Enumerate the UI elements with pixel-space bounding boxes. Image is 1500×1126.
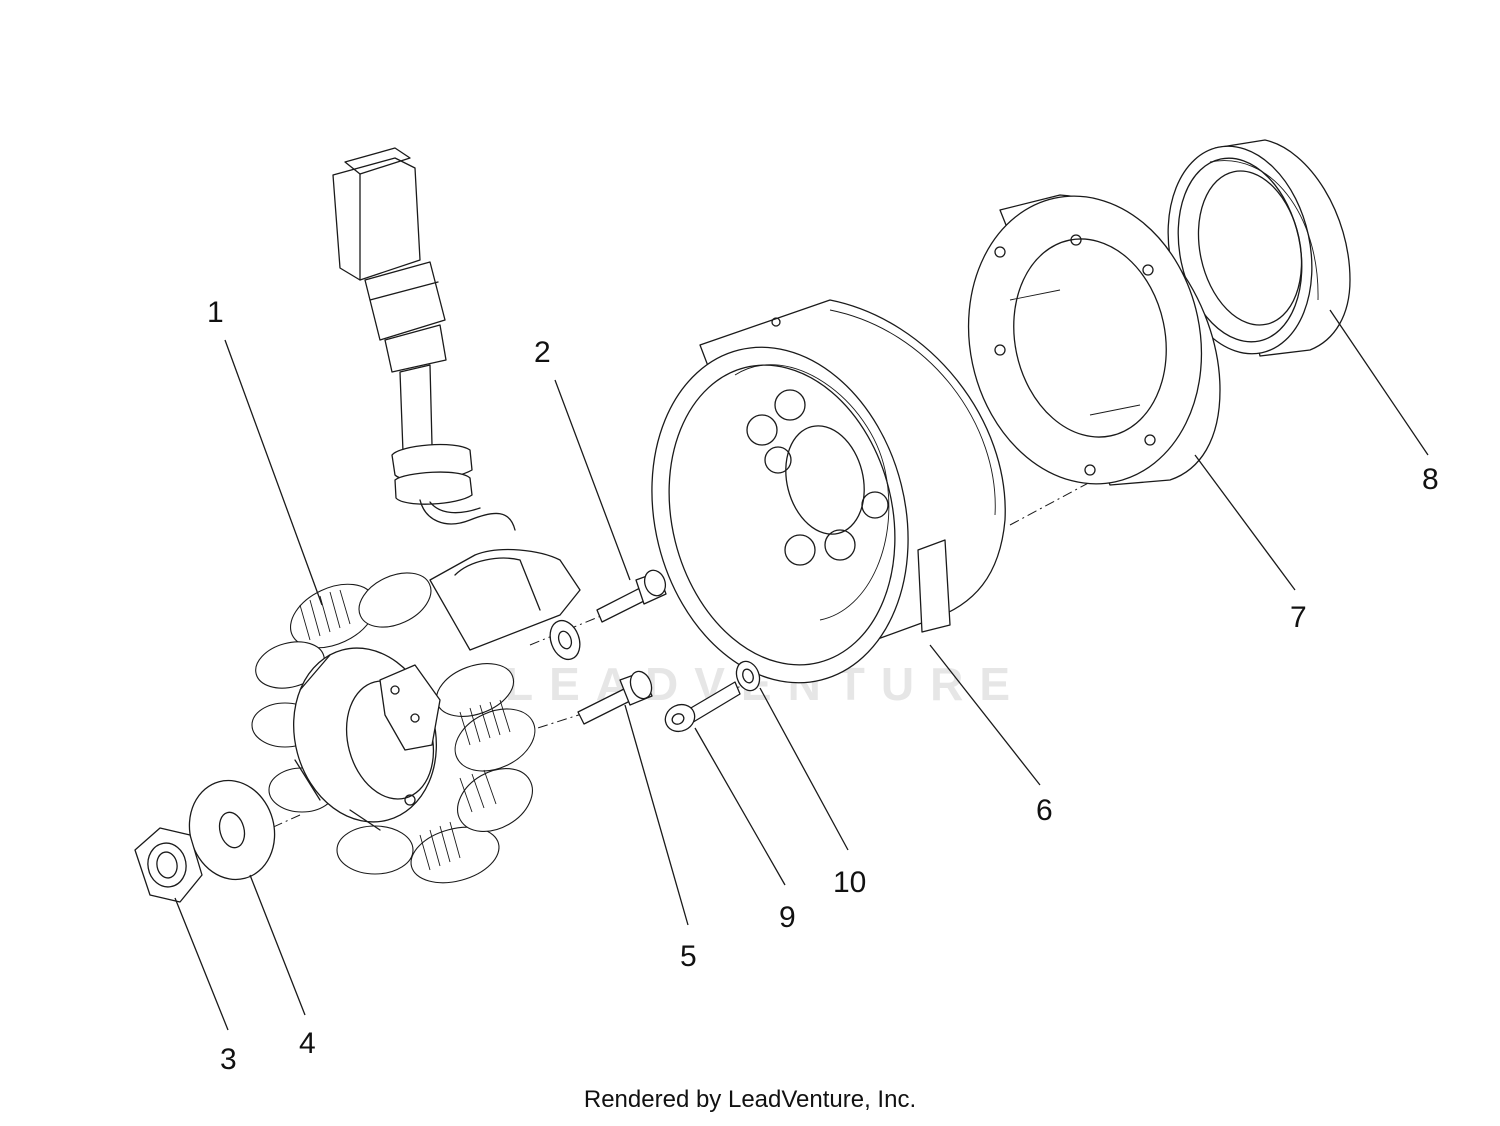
leader-7: [1194, 454, 1296, 591]
callout-1: 1: [207, 296, 224, 329]
part-ring-plate: [967, 194, 1221, 486]
part-flywheel-rotor: [651, 299, 1006, 684]
callout-4: 4: [299, 1027, 316, 1060]
part-hex-nut: [134, 827, 203, 903]
callout-9: 9: [779, 901, 796, 934]
leader-2: [554, 379, 631, 581]
part-oil-seal: [1167, 139, 1351, 357]
render-credit: Rendered by LeadVenture, Inc.: [583, 1086, 917, 1113]
part-bolt-upper: [596, 569, 667, 623]
part-stator-assembly: [251, 147, 581, 884]
leader-3: [174, 897, 229, 1031]
leader-6: [929, 644, 1041, 786]
leader-8: [1329, 309, 1429, 456]
callout-3: 3: [220, 1043, 237, 1076]
part-small-washer: [735, 660, 761, 692]
callout-10: 10: [833, 866, 866, 899]
leader-10: [759, 687, 849, 851]
callout-5: 5: [680, 940, 697, 973]
leader-1: [224, 339, 323, 606]
callout-6: 6: [1036, 794, 1053, 827]
callout-labels: 1 2 3 4 5 6 7 8 9 10: [207, 296, 1439, 1076]
leader-4: [249, 874, 306, 1016]
leader-9: [694, 727, 786, 886]
part-bolt-short: [664, 681, 741, 733]
callout-8: 8: [1422, 463, 1439, 496]
callout-7: 7: [1290, 601, 1307, 634]
leader-5: [624, 704, 689, 926]
leader-lines: [174, 309, 1429, 1031]
part-bolt-lower: [577, 670, 653, 725]
callout-2: 2: [534, 336, 551, 369]
